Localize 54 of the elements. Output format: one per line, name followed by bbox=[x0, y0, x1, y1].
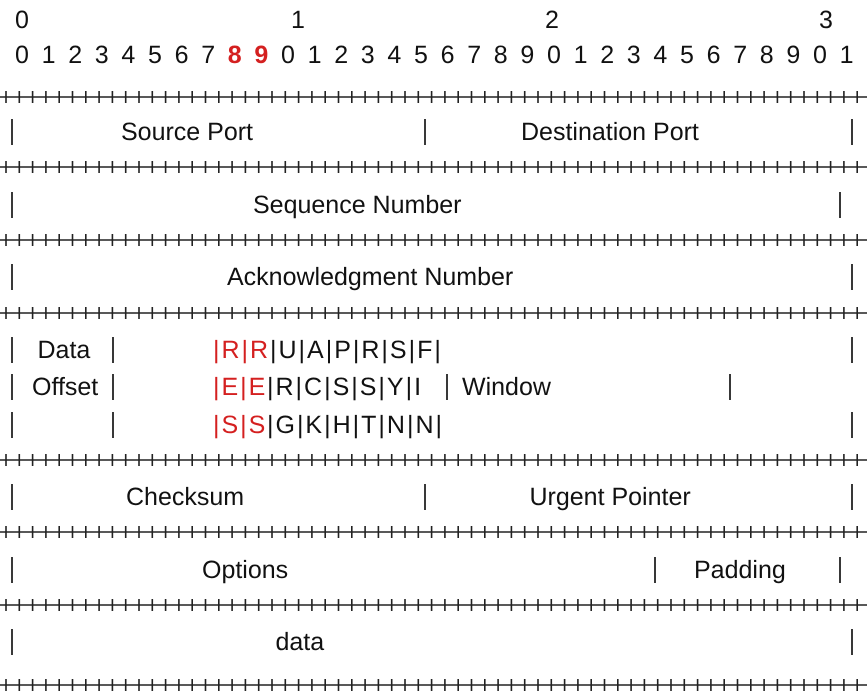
field-name: Checksum bbox=[126, 484, 244, 510]
flag-letters: |R|C|S|S|Y|I bbox=[267, 374, 424, 400]
bit-number: 0 bbox=[281, 42, 295, 68]
bit-number: 1 bbox=[42, 42, 56, 68]
field-name: Padding bbox=[694, 558, 786, 582]
bit-number: 9 bbox=[520, 42, 534, 68]
bit-number: 8 bbox=[228, 42, 242, 68]
bit-number: 2 bbox=[68, 42, 82, 68]
bit-number: 0 bbox=[547, 42, 561, 68]
field-name: Source Port bbox=[121, 120, 254, 144]
bit-number: 5 bbox=[414, 42, 428, 68]
bit-number: 1 bbox=[308, 42, 322, 68]
bit-number: 4 bbox=[653, 42, 668, 68]
bit-number: 9 bbox=[786, 42, 800, 68]
bit-number: 7 bbox=[733, 42, 748, 68]
bit-number: 5 bbox=[680, 42, 694, 68]
bit-number: 8 bbox=[494, 42, 508, 68]
bit-number: 1 bbox=[574, 42, 588, 68]
bit-number: 6 bbox=[706, 42, 720, 68]
field-name: Offset bbox=[32, 374, 98, 400]
byte-offset-number: 1 bbox=[291, 8, 305, 32]
flag-letters: |U|A|P|R|S|F| bbox=[270, 338, 443, 362]
field-name: data bbox=[276, 630, 324, 654]
field-name: Urgent Pointer bbox=[530, 484, 691, 510]
bit-number: 6 bbox=[174, 42, 188, 68]
bit-number: 1 bbox=[840, 42, 854, 68]
bit-number: 5 bbox=[148, 42, 162, 68]
field-name: Sequence Number bbox=[253, 192, 462, 218]
flag-letters: |E|E bbox=[213, 374, 268, 400]
field-name: Data bbox=[38, 338, 90, 362]
bit-number: 4 bbox=[121, 42, 136, 68]
bit-number: 0 bbox=[813, 42, 827, 68]
field-name: Acknowledgment Number bbox=[227, 264, 514, 290]
flag-letters: |G|K|H|T|N|N| bbox=[267, 412, 444, 438]
bit-number: 2 bbox=[600, 42, 614, 68]
bit-number: 3 bbox=[360, 42, 375, 68]
flag-letters: |S|S bbox=[213, 412, 268, 438]
byte-offset-number: 0 bbox=[15, 8, 29, 32]
bit-number: 9 bbox=[254, 42, 268, 68]
byte-offset-number: 2 bbox=[545, 8, 559, 32]
bit-number: 3 bbox=[94, 42, 109, 68]
bit-number: 7 bbox=[201, 42, 216, 68]
bit-number: 7 bbox=[467, 42, 482, 68]
bit-number: 2 bbox=[334, 42, 348, 68]
bit-number: 0 bbox=[15, 42, 29, 68]
byte-offset-number: 3 bbox=[819, 8, 833, 32]
flag-letters: |R|R bbox=[213, 338, 270, 362]
bit-number: 8 bbox=[760, 42, 774, 68]
bit-number: 6 bbox=[440, 42, 454, 68]
field-name: Options bbox=[202, 558, 288, 582]
bit-number: 4 bbox=[387, 42, 402, 68]
field-name: Destination Port bbox=[521, 120, 699, 144]
field-name: Window bbox=[462, 374, 551, 400]
bit-number: 3 bbox=[626, 42, 641, 68]
